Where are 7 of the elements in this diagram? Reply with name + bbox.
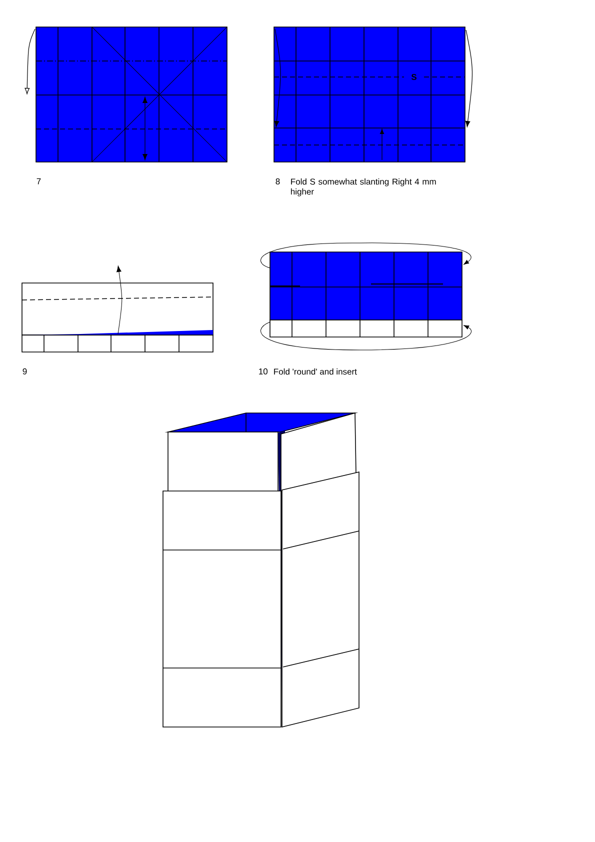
step-number: 8 <box>276 178 280 184</box>
step-number: 10 <box>259 368 268 374</box>
step-number: 7 <box>36 178 41 184</box>
step-number: 9 <box>22 368 27 374</box>
instruction-text: Fold S somewhat slanting Right 4 mm higher <box>291 178 436 196</box>
instruction-text: Fold 'round' and insert <box>274 368 357 375</box>
fold-label: S <box>411 74 416 80</box>
